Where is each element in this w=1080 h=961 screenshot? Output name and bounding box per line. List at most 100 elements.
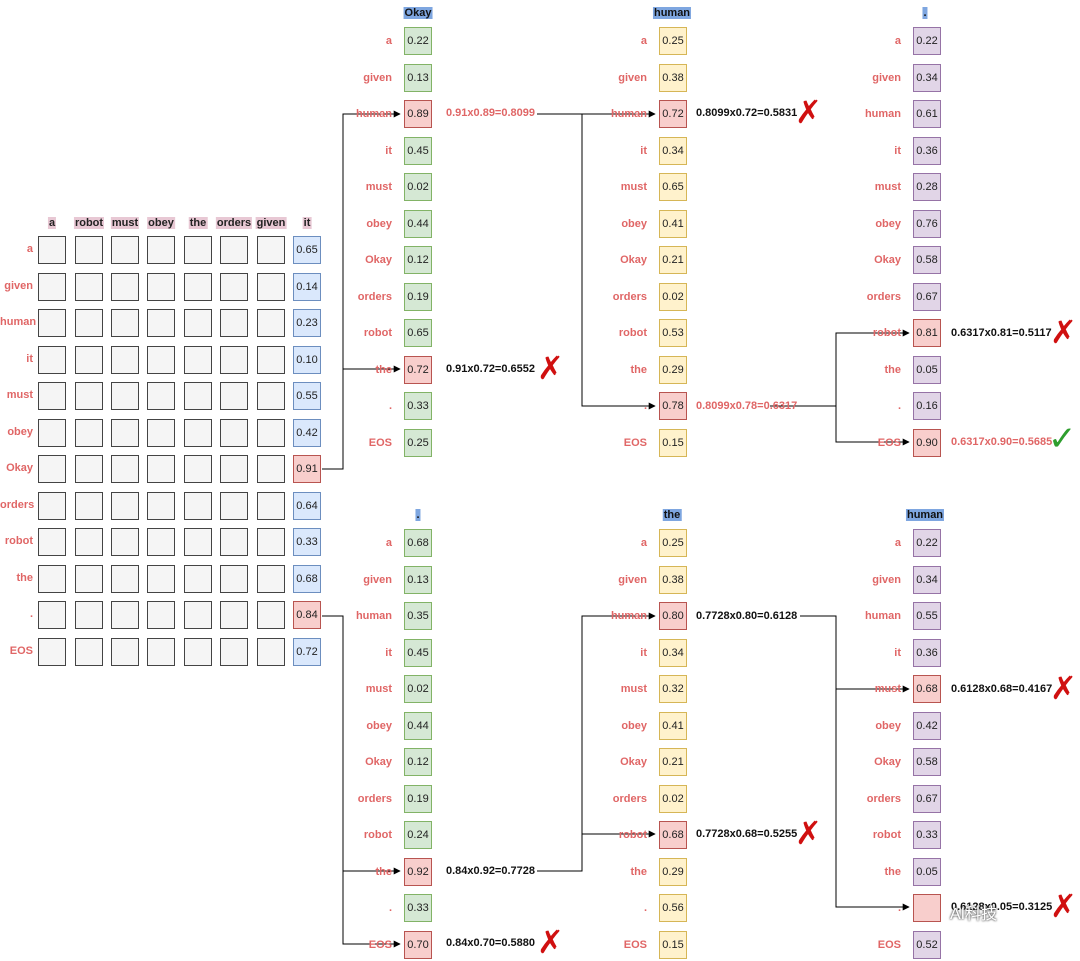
prob-cell: 0.29 [659,355,687,384]
grid-cell [257,601,285,629]
connector-arrow [800,615,910,693]
prob-cell: 0.29 [659,857,687,886]
token-label: robot [363,829,392,841]
token-label: obey [875,217,901,230]
prob-cell [913,894,941,922]
grid-row-label: human [0,316,37,328]
grid-column-header-text: a [47,217,57,229]
token-label: robot [618,829,647,841]
grid-cell [147,345,175,374]
grid-value-cell: 0.10 [293,345,321,374]
prob-cell: 0.16 [913,392,941,420]
prob-cell: 0.41 [659,711,687,740]
prob-cell: 0.34 [913,63,941,92]
prob-cell: 0.53 [659,319,687,347]
token-label: Okay [365,756,392,768]
column-title-text: . [415,509,421,521]
grid-cell [111,601,139,629]
reject-cross-icon: ✗ [537,349,564,387]
prob-cell: 0.25 [659,27,687,55]
grid-row-label: the [16,571,34,584]
connector-arrow [322,615,401,875]
token-label: a [894,35,901,47]
column-title-text: . [922,7,928,19]
prob-cell: 0.70 [404,930,432,959]
token-label: given [872,71,901,84]
grid-column-header-text: obey [147,217,175,229]
prob-cell: 0.44 [404,209,432,238]
grid-cell [257,345,285,374]
token-label: given [618,573,647,586]
grid-cell [184,418,212,447]
prob-cell: 0.25 [659,529,687,557]
token-label: human [355,610,392,622]
prob-cell: 0.02 [404,675,432,703]
prob-cell: 0.41 [659,209,687,238]
equation-label: 0.91x0.89=0.8099 [446,107,536,119]
prob-cell: 0.44 [404,711,432,740]
connector-arrow [770,329,910,407]
token-label: must [874,683,901,695]
grid-value-cell: 0.68 [293,564,321,593]
grid-column-header-text: orders [215,217,253,229]
grid-cell [111,272,139,301]
grid-row-label: orders [0,498,35,511]
token-label: human [610,610,647,622]
grid-cell [38,491,66,520]
token-label: the [884,865,902,878]
grid-cell [75,382,103,410]
grid-cell [75,418,103,447]
token-label: . [897,902,901,914]
prob-cell: 0.33 [404,894,432,922]
column-title-text: human [905,509,945,521]
prob-cell: 0.45 [404,136,432,165]
token-label: obey [621,217,647,230]
prob-cell: 0.58 [913,748,941,776]
prob-cell: 0.52 [913,930,941,959]
prob-cell: 0.45 [404,638,432,667]
grid-cell [111,528,139,556]
grid-cell [184,236,212,264]
grid-cell [38,601,66,629]
grid-cell [147,272,175,301]
grid-cell [75,309,103,337]
grid-cell [111,309,139,337]
token-label: human [864,108,901,120]
grid-cell [220,491,248,520]
grid-value-cell: 0.14 [293,272,321,301]
grid-cell [147,382,175,410]
token-label: robot [872,829,901,841]
prob-cell: 0.76 [913,209,941,238]
reject-cross-icon: ✗ [795,93,822,131]
grid-cell [147,601,175,629]
equation-label: 0.6317x0.81=0.5117 [951,327,1052,339]
token-label: EOS [368,436,392,449]
token-label: . [643,902,647,914]
prob-cell: 0.13 [404,565,432,594]
connector-arrow [342,871,401,948]
prob-cell: 0.68 [913,675,941,703]
grid-cell [184,272,212,301]
grid-cell [257,491,285,520]
equation-label: 0.6128x0.05=0.3125 [951,901,1053,913]
grid-cell [257,236,285,264]
grid-cell [75,455,103,483]
prob-cell: 0.15 [659,428,687,457]
grid-cell [147,564,175,593]
token-label: a [640,537,647,549]
token-label: the [375,363,393,376]
prob-cell: 0.02 [659,784,687,813]
column-title-text: human [652,7,692,19]
prob-cell: 0.90 [913,428,941,457]
prob-cell: 0.89 [404,100,432,128]
token-label: it [894,144,901,157]
token-label: a [894,537,901,549]
prob-cell: 0.24 [404,821,432,849]
prob-cell: 0.33 [404,392,432,420]
connector-arrow [835,406,910,446]
token-label: human [355,108,392,120]
grid-cell [184,601,212,629]
prob-cell: 0.34 [913,565,941,594]
